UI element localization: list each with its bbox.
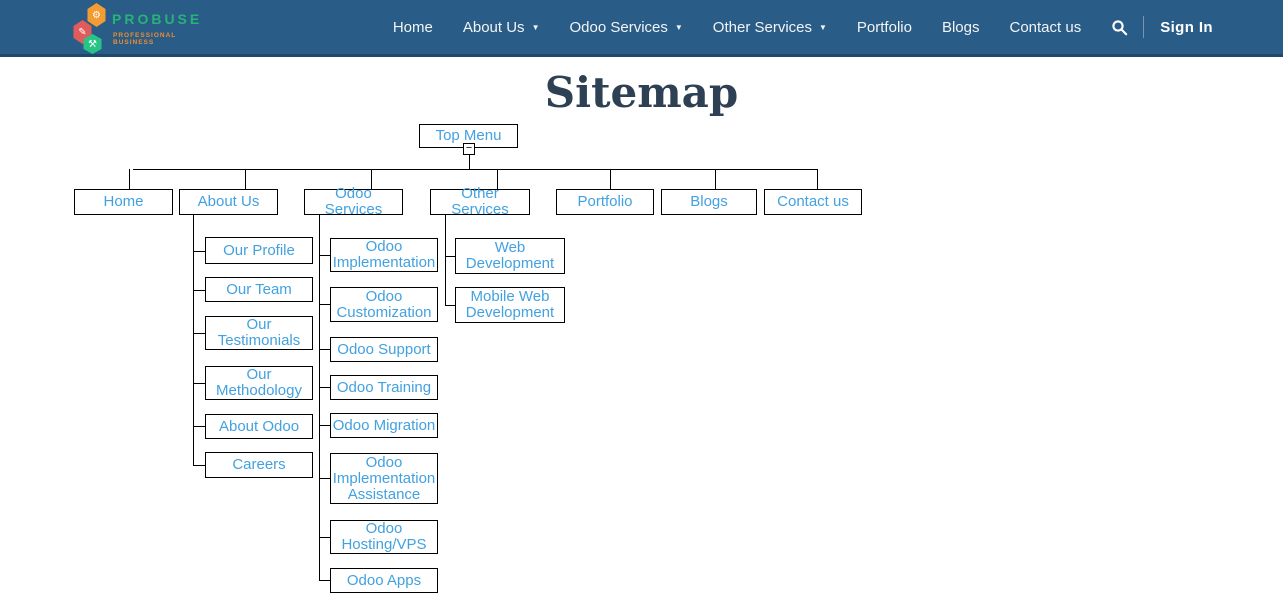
- tree-line: [245, 169, 246, 189]
- tree-node-blogs[interactable]: Blogs: [661, 189, 757, 215]
- tree-line: [193, 251, 205, 252]
- tree-line: [445, 256, 455, 257]
- logo-hexagon-tools-icon: ⚒: [83, 34, 102, 54]
- tree-line: [497, 169, 498, 189]
- search-button[interactable]: [1111, 19, 1128, 36]
- nav-right-cluster: Sign In: [1111, 16, 1213, 38]
- main-nav: Home About Us ▼ Odoo Services ▼ Other Serv…: [393, 16, 1213, 38]
- tree-line: [319, 304, 330, 305]
- tree-line: [715, 169, 716, 189]
- nav-item-label: Other Services: [712, 18, 812, 36]
- tree-line: [610, 169, 611, 189]
- tree-line: [193, 383, 205, 384]
- tree-node-about-us[interactable]: About Us: [179, 189, 278, 215]
- tree-node-odoo-training[interactable]: Odoo Training: [330, 375, 438, 400]
- sign-in-button[interactable]: Sign In: [1160, 18, 1213, 36]
- tree-line: [445, 215, 446, 306]
- nav-item-label: Odoo Services: [569, 18, 668, 36]
- tree-node-odoo-support[interactable]: Odoo Support: [330, 337, 438, 362]
- page-title: Sitemap: [544, 68, 739, 117]
- nav-item-label: Home: [392, 18, 433, 36]
- nav-item-blogs[interactable]: Blogs: [942, 19, 980, 36]
- collapse-toggle[interactable]: −: [463, 143, 475, 155]
- logo[interactable]: ⚙ ✎ ⚒ PROBUSE PROFESSIONAL BUSINESS: [68, 0, 199, 54]
- tree-node-odoo-implementation-assistance[interactable]: Odoo Implementation Assistance: [330, 453, 438, 504]
- tree-line: [193, 290, 205, 291]
- tree-line: [319, 425, 330, 426]
- tree-line: [319, 387, 330, 388]
- tree-line: [371, 169, 372, 189]
- tree-node-contact-us[interactable]: Contact us: [764, 189, 862, 215]
- tree-node-odoo-hosting-vps[interactable]: Odoo Hosting/VPS: [330, 520, 438, 554]
- tree-line: [319, 478, 330, 479]
- tree-node-mobile-web-development[interactable]: Mobile Web Development: [455, 287, 565, 323]
- tree-line: [319, 349, 330, 350]
- nav-item-odoo-services[interactable]: Odoo Services ▼: [569, 19, 682, 36]
- brand-tagline: PROFESSIONAL BUSINESS: [113, 32, 177, 46]
- nav-item-label: About Us: [462, 18, 525, 36]
- nav-item-label: Portfolio: [856, 18, 912, 36]
- tree-node-odoo-implementation[interactable]: Odoo Implementation: [330, 238, 438, 272]
- tree-line: [319, 255, 330, 256]
- tree-node-careers[interactable]: Careers: [205, 452, 313, 478]
- tree-node-odoo-migration[interactable]: Odoo Migration: [330, 413, 438, 438]
- tree-line: [445, 305, 455, 306]
- tree-line: [469, 155, 470, 170]
- nav-item-contact-us[interactable]: Contact us: [1009, 19, 1081, 36]
- nav-item-home[interactable]: Home: [393, 19, 433, 36]
- tree-node-our-testimonials[interactable]: Our Testimonials: [205, 316, 313, 350]
- tree-node-about-odoo[interactable]: About Odoo: [205, 414, 313, 439]
- nav-item-portfolio[interactable]: Portfolio: [857, 19, 912, 36]
- tree-line: [133, 169, 818, 170]
- nav-item-other-services[interactable]: Other Services ▼: [713, 19, 827, 36]
- tree-node-home[interactable]: Home: [74, 189, 173, 215]
- tree-line: [319, 580, 330, 581]
- tree-node-odoo-services[interactable]: Odoo Services: [304, 186, 403, 218]
- tree-node-our-team[interactable]: Our Team: [205, 277, 313, 302]
- tree-node-odoo-apps[interactable]: Odoo Apps: [330, 568, 438, 593]
- logo-hexagon-gear-icon: ⚙: [87, 3, 106, 27]
- tree-line: [129, 169, 130, 189]
- tree-line: [193, 465, 205, 466]
- navbar: ⚙ ✎ ⚒ PROBUSE PROFESSIONAL BUSINESS Home…: [0, 0, 1283, 57]
- tree-line: [193, 333, 205, 334]
- chevron-down-icon: ▼: [819, 22, 827, 32]
- tree-line: [817, 169, 818, 189]
- nav-divider: [1143, 16, 1145, 38]
- nav-item-label: Blogs: [941, 18, 980, 36]
- chevron-down-icon: ▼: [531, 22, 540, 32]
- tree-node-portfolio[interactable]: Portfolio: [556, 189, 654, 215]
- tree-node-other-services[interactable]: Other Services: [430, 186, 530, 218]
- nav-item-label: Contact us: [1009, 18, 1082, 36]
- brand-text: PROBUSE: [112, 11, 203, 27]
- tree-node-our-profile[interactable]: Our Profile: [205, 237, 313, 264]
- tree-line: [319, 537, 330, 538]
- tree-line: [193, 215, 194, 466]
- tree-node-web-development[interactable]: Web Development: [455, 238, 565, 274]
- tree-line: [193, 426, 205, 427]
- nav-item-about-us[interactable]: About Us ▼: [463, 19, 540, 36]
- search-icon: [1112, 19, 1128, 35]
- tree-node-our-methodology[interactable]: Our Methodology: [205, 366, 313, 400]
- tree-node-odoo-customization[interactable]: Odoo Customization: [330, 287, 438, 322]
- chevron-down-icon: ▼: [674, 22, 683, 32]
- tree-line: [319, 215, 320, 580]
